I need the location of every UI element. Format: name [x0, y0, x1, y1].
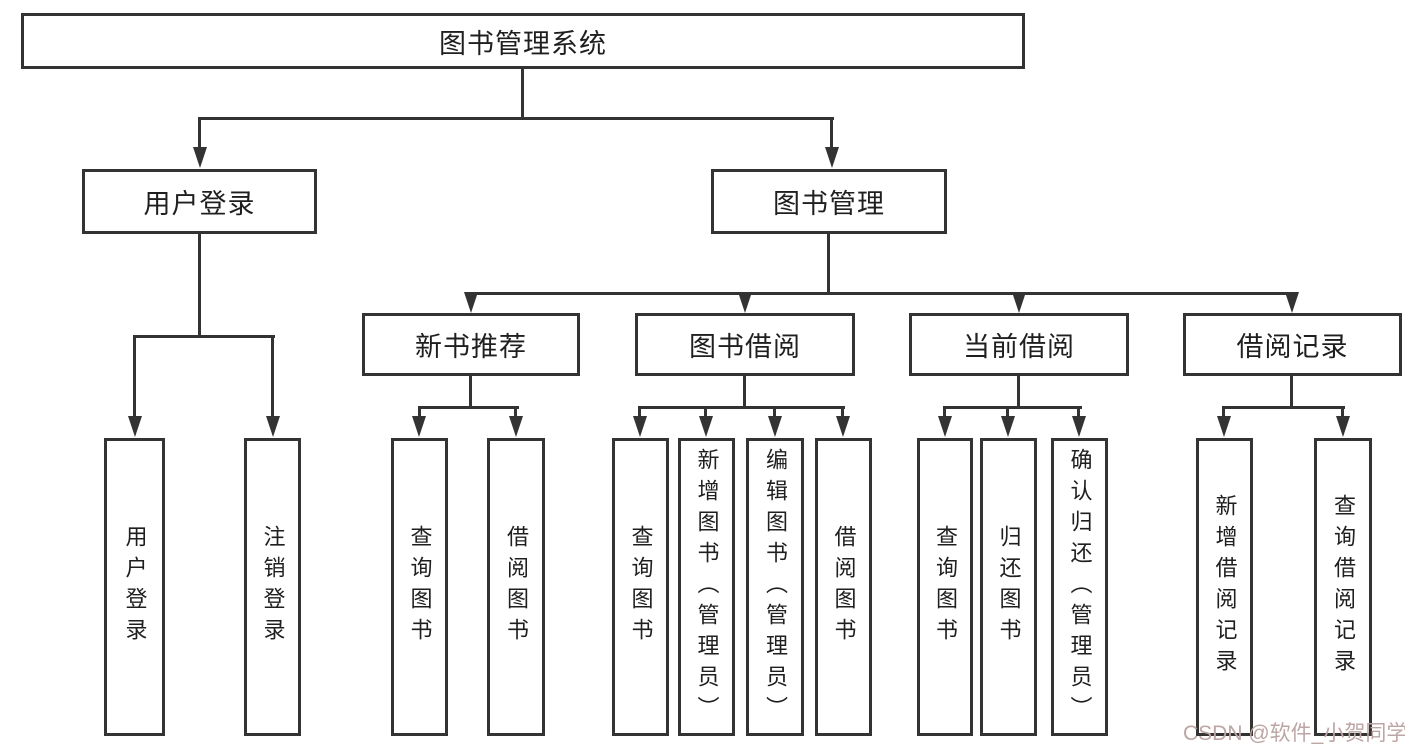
connector-leaf-drop — [773, 406, 776, 418]
leaf-confirm-return-admin: 确认归还（管理员） — [1051, 438, 1108, 736]
connector-leaf-drop — [418, 406, 421, 418]
leaf-query-books-borrow: 查询图书 — [612, 438, 669, 736]
connector-login-drop — [198, 117, 201, 151]
leaf-label: 借阅图书 — [831, 525, 857, 649]
arrow-down-icon — [193, 147, 207, 168]
leaf-logout: 注销登录 — [244, 438, 301, 736]
leaf-label: 归还图书 — [996, 525, 1022, 649]
connector-current-stem — [1017, 376, 1020, 409]
arrow-down-icon — [1336, 416, 1350, 437]
connector-leaf-drop — [514, 406, 517, 418]
leaf-return-books: 归还图书 — [980, 438, 1037, 736]
leaf-label: 查询借阅记录 — [1331, 494, 1356, 680]
arrow-down-icon — [1285, 292, 1299, 313]
connector-leaf-drop — [1222, 406, 1225, 418]
connector-leaf-drop — [1341, 406, 1344, 418]
leaf-label: 新增图书（管理员） — [694, 447, 720, 727]
connector-records-bar — [1222, 406, 1345, 409]
connector-leaf-drop — [943, 406, 946, 418]
connector-leaf-drop — [704, 406, 707, 418]
node-book-borrow: 图书借阅 — [635, 313, 855, 376]
arrow-down-icon — [1217, 416, 1231, 437]
connector-login-stem — [198, 234, 201, 338]
leaf-label: 编辑图书（管理员） — [763, 447, 788, 727]
arrow-down-icon — [825, 147, 839, 168]
arrow-down-icon — [509, 416, 523, 437]
leaf-edit-books-admin: 编辑图书（管理员） — [746, 438, 804, 736]
arrow-down-icon — [412, 416, 426, 437]
connector-login-bar — [133, 335, 275, 338]
leaf-label: 用户登录 — [122, 525, 148, 649]
node-new-book-recommend: 新书推荐 — [362, 313, 580, 376]
connector-recommend-stem — [469, 376, 472, 409]
leaf-add-borrow-record: 新增借阅记录 — [1196, 438, 1253, 736]
leaf-borrow-books-recommend: 借阅图书 — [487, 438, 545, 736]
leaf-borrow-books: 借阅图书 — [815, 438, 872, 736]
node-user-login: 用户登录 — [82, 169, 317, 234]
arrow-down-icon — [1001, 416, 1015, 437]
arrow-down-icon — [266, 416, 280, 437]
arrow-down-icon — [1012, 292, 1026, 313]
leaf-label: 新增借阅记录 — [1212, 494, 1238, 680]
leaf-user-login: 用户登录 — [104, 438, 165, 736]
connector-records-stem — [1290, 376, 1293, 409]
connector-level3-bar — [469, 292, 1295, 295]
arrow-down-icon — [699, 416, 713, 437]
connector-borrow-bar — [638, 406, 845, 409]
node-root: 图书管理系统 — [21, 13, 1025, 69]
arrow-down-icon — [1072, 416, 1086, 437]
node-book-management: 图书管理 — [711, 169, 947, 234]
csdn-watermark: CSDN @软件_小贺同学 — [1183, 722, 1405, 745]
connector-mgmt-stem — [827, 234, 830, 295]
connector-mgmt-drop — [830, 117, 833, 151]
arrow-down-icon — [128, 416, 142, 437]
node-current-borrow: 当前借阅 — [909, 313, 1129, 376]
connector-current-bar — [943, 406, 1082, 409]
arrow-down-icon — [836, 416, 850, 437]
connector-level2-bar — [198, 117, 834, 120]
leaf-label: 借阅图书 — [504, 525, 529, 649]
connector-recommend-bar — [418, 406, 519, 409]
connector-leaf-drop — [1006, 406, 1009, 418]
arrow-down-icon — [768, 416, 782, 437]
leaf-query-books-current: 查询图书 — [917, 438, 973, 736]
connector-leaf-drop — [271, 335, 274, 417]
node-borrow-records: 借阅记录 — [1183, 313, 1402, 376]
connector-leaf-drop — [133, 335, 136, 417]
arrow-down-icon — [464, 292, 478, 313]
leaf-query-borrow-record: 查询借阅记录 — [1314, 438, 1372, 736]
arrow-down-icon — [738, 292, 752, 313]
connector-root-stem — [521, 68, 524, 120]
leaf-label: 确认归还（管理员） — [1067, 447, 1093, 727]
connector-borrow-stem — [743, 376, 746, 409]
connector-leaf-drop — [638, 406, 641, 418]
connector-leaf-drop — [841, 406, 844, 418]
arrow-down-icon — [938, 416, 952, 437]
leaf-label: 查询图书 — [933, 525, 958, 649]
leaf-query-books-recommend: 查询图书 — [391, 438, 448, 736]
arrow-down-icon — [633, 416, 647, 437]
connector-leaf-drop — [1077, 406, 1080, 418]
leaf-label: 注销登录 — [260, 525, 286, 649]
leaf-label: 查询图书 — [628, 525, 654, 649]
leaf-label: 查询图书 — [407, 525, 433, 649]
leaf-add-books-admin: 新增图书（管理员） — [678, 438, 735, 736]
